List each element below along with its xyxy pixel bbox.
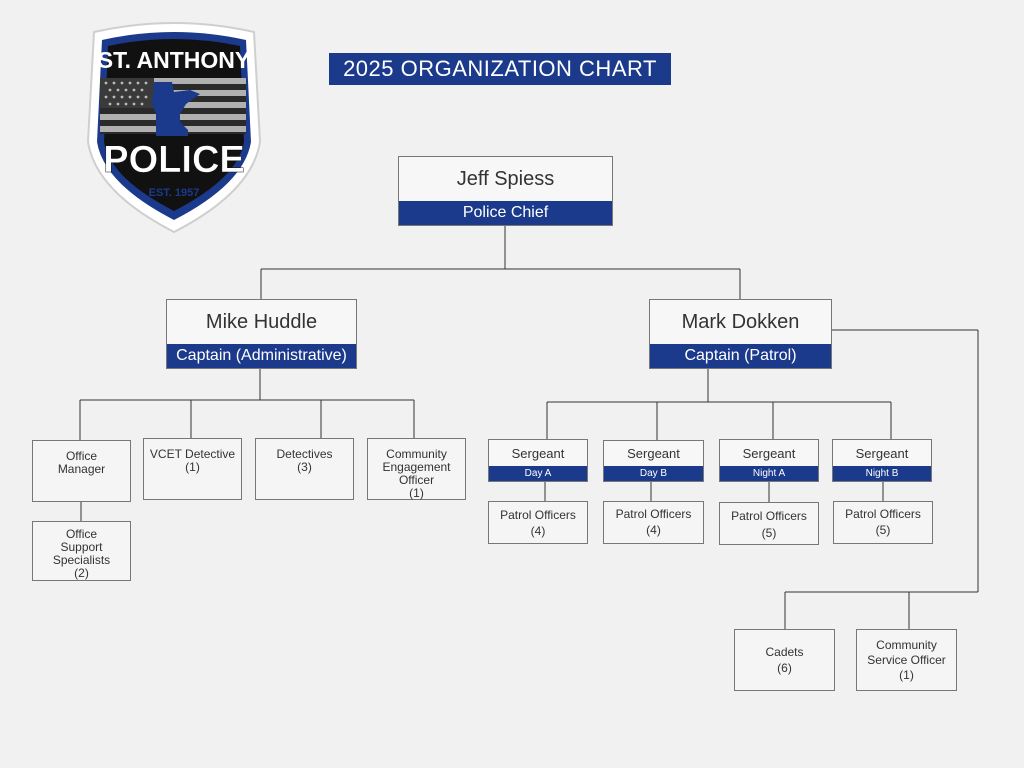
vcet-detective-box: VCET Detective (1): [143, 438, 242, 500]
office-manager-line: Office: [65, 449, 98, 463]
office-support-line: Support: [60, 540, 103, 554]
cso-line: Service Officer: [867, 652, 946, 667]
detectives-line: (3): [297, 460, 312, 474]
shift-label: Night B: [833, 466, 931, 481]
vcet-line: VCET Detective: [149, 447, 236, 461]
captain-admin-box: Mike Huddle Captain (Administrative): [166, 299, 357, 369]
community-service-officer-box: Community Service Officer (1): [856, 629, 957, 691]
shift-label: Day B: [604, 466, 703, 481]
logo-est-text: EST. 1957: [149, 187, 200, 199]
patrol-officers-count: (5): [761, 526, 777, 540]
sergeant-night-a-box: Sergeant Night A: [719, 439, 819, 482]
community-engagement-box: Community Engagement Officer (1): [367, 438, 466, 500]
police-badge-icon: ST. ANTHONY POLICE EST. 1957: [86, 22, 262, 234]
sergeant-title: Sergeant: [627, 446, 680, 461]
cso-line: (1): [899, 667, 914, 682]
office-support-box: Office Support Specialists (2): [32, 521, 131, 581]
patrol-officers-night-b-box: Patrol Officers (5): [833, 501, 933, 544]
captain-admin-name: Mike Huddle: [205, 310, 318, 333]
minnesota-map-icon: [152, 82, 200, 136]
cadets-box: Cadets (6): [734, 629, 835, 691]
sergeant-day-b-box: Sergeant Day B: [603, 440, 704, 482]
patrol-officers-count: (5): [875, 523, 891, 537]
patrol-officers-night-a-box: Patrol Officers (5): [719, 502, 819, 545]
chief-name: Jeff Spiess: [456, 167, 555, 190]
chief-box: Jeff Spiess Police Chief: [398, 156, 613, 226]
sergeant-title: Sergeant: [855, 445, 909, 461]
captain-patrol-name: Mark Dokken: [681, 310, 800, 333]
sergeant-title: Sergeant: [511, 445, 565, 461]
cadets-line: (6): [777, 660, 792, 675]
patrol-officers-count: (4): [646, 523, 661, 537]
logo-top-text: ST. ANTHONY: [98, 47, 251, 73]
community-engagement-line: Engagement: [382, 460, 451, 474]
chief-role: Police Chief: [399, 201, 612, 225]
logo-main-text: POLICE: [103, 139, 244, 181]
office-manager-box: Office Manager: [32, 440, 131, 502]
cadets-line: Cadets: [765, 644, 804, 659]
vcet-line: (1): [185, 460, 200, 474]
patrol-officers-day-a-box: Patrol Officers (4): [488, 501, 588, 544]
patrol-officers-day-b-box: Patrol Officers (4): [603, 501, 704, 544]
patrol-officers-label: Patrol Officers: [500, 508, 576, 522]
patrol-officers-label: Patrol Officers: [615, 507, 692, 521]
community-engagement-line: (1): [409, 486, 424, 500]
shift-label: Night A: [720, 466, 818, 481]
sergeant-night-b-box: Sergeant Night B: [832, 439, 932, 482]
community-engagement-line: Officer: [398, 473, 435, 487]
patrol-officers-label: Patrol Officers: [845, 507, 921, 521]
captain-admin-role: Captain (Administrative): [167, 344, 356, 368]
sergeant-title: Sergeant: [742, 445, 796, 461]
shift-label: Day A: [489, 466, 587, 481]
cso-line: Community: [876, 637, 937, 652]
community-engagement-line: Community: [386, 447, 447, 461]
chart-title: 2025 ORGANIZATION CHART: [329, 53, 671, 85]
office-support-line: Specialists: [52, 553, 111, 567]
patrol-officers-label: Patrol Officers: [731, 509, 807, 523]
office-support-line: Office: [65, 527, 98, 541]
captain-patrol-box: Mark Dokken Captain (Patrol): [649, 299, 832, 369]
detectives-line: Detectives: [276, 447, 333, 461]
patrol-officers-count: (4): [530, 524, 546, 538]
office-manager-line: Manager: [57, 462, 106, 476]
captain-patrol-role: Captain (Patrol): [650, 344, 831, 368]
detectives-box: Detectives (3): [255, 438, 354, 500]
office-support-line: (2): [74, 566, 89, 580]
sergeant-day-a-box: Sergeant Day A: [488, 439, 588, 482]
